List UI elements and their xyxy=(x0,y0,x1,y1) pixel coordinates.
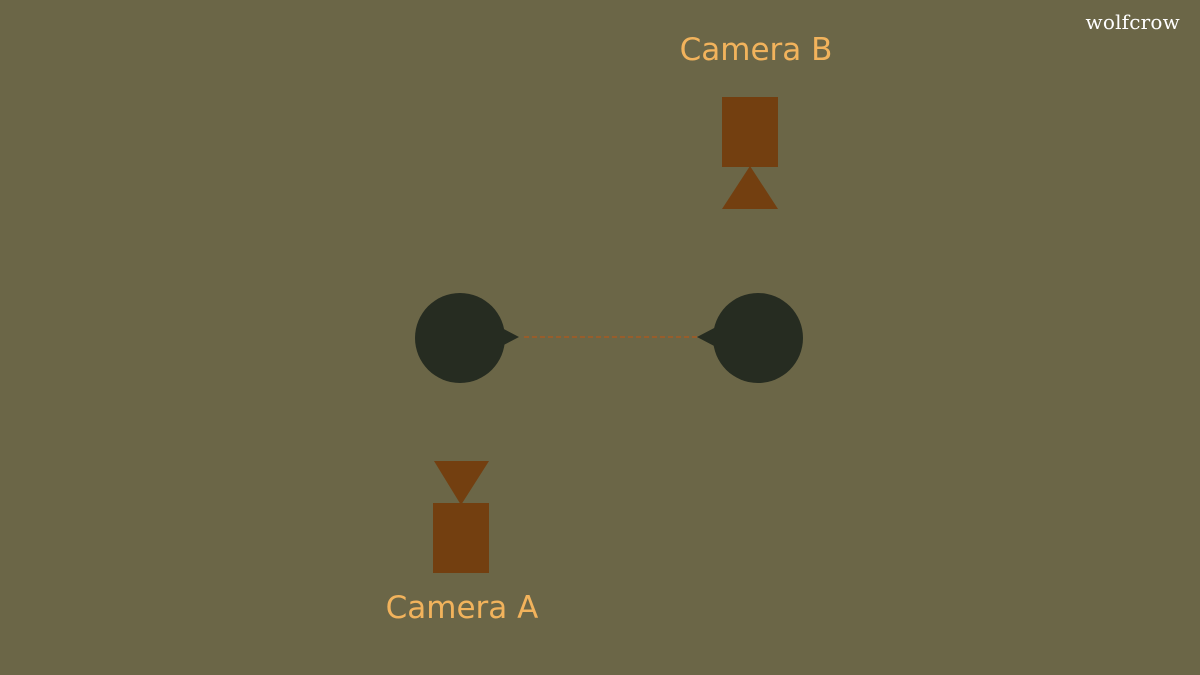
subject-right-head xyxy=(713,293,803,383)
camera-b-body xyxy=(722,97,778,167)
subject-left-head xyxy=(415,293,505,383)
camera-b-lens xyxy=(722,166,778,209)
subject-right-nose xyxy=(697,326,718,348)
camera-b-label: Camera B xyxy=(679,32,833,68)
camera-a-body xyxy=(433,503,489,573)
camera-a-label: Camera A xyxy=(385,590,539,626)
brand-logo: wolfcrow xyxy=(1085,10,1180,34)
camera-a-icon xyxy=(433,461,489,573)
camera-b-icon xyxy=(722,97,778,209)
subject-left-nose xyxy=(498,326,519,348)
camera-a-lens xyxy=(434,461,489,505)
subject-right-icon xyxy=(697,293,803,383)
subject-left-icon xyxy=(415,293,519,383)
